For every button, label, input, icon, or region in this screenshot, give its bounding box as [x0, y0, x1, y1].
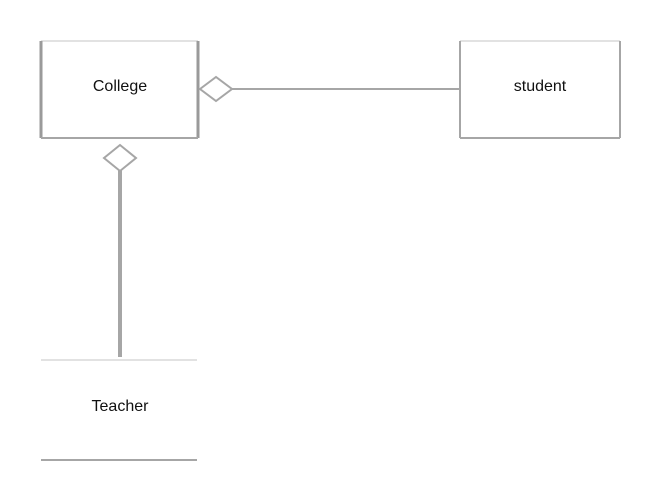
student-label: student: [514, 78, 567, 95]
college-label: College: [93, 78, 147, 95]
teacher-college-aggregation-diamond: [102, 143, 138, 173]
college-box-fill: [41, 41, 198, 138]
college-node[interactable]: College: [39, 40, 200, 139]
teacher-box-fill: [41, 360, 197, 460]
student-college-aggregation[interactable]: [198, 75, 460, 103]
student-node[interactable]: student: [459, 40, 621, 139]
student-college-aggregation-diamond: [198, 75, 234, 103]
teacher-label: Teacher: [92, 398, 150, 415]
teacher-college-aggregation[interactable]: [102, 143, 138, 357]
student-box-fill: [460, 41, 620, 138]
teacher-node[interactable]: Teacher: [41, 359, 197, 461]
